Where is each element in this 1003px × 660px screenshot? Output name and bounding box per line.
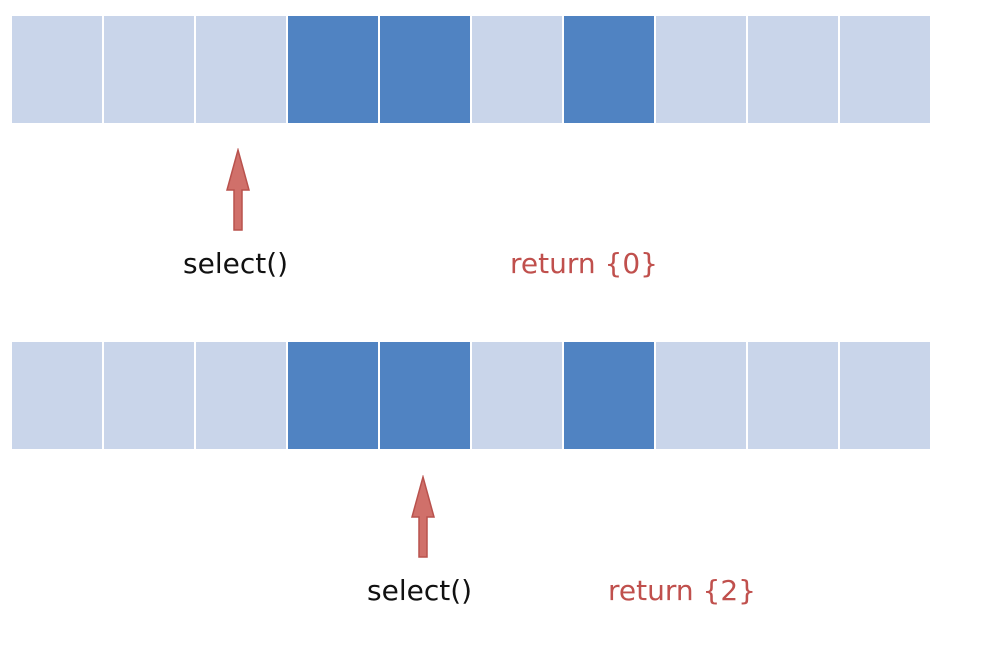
empty-cell xyxy=(748,342,838,449)
return-label: return {2} xyxy=(608,574,756,607)
cell-array-2 xyxy=(12,342,930,449)
filled-cell xyxy=(380,16,470,123)
empty-cell xyxy=(656,342,746,449)
filled-cell xyxy=(564,16,654,123)
return-label: return {0} xyxy=(510,247,658,280)
empty-cell xyxy=(104,342,194,449)
filled-cell xyxy=(288,342,378,449)
filled-cell xyxy=(564,342,654,449)
empty-cell xyxy=(472,342,562,449)
empty-cell xyxy=(12,342,102,449)
empty-cell xyxy=(472,16,562,123)
filled-cell xyxy=(380,342,470,449)
cell-array-1 xyxy=(12,16,930,123)
empty-cell xyxy=(104,16,194,123)
call-label: select() xyxy=(367,574,473,607)
empty-cell xyxy=(656,16,746,123)
call-label: select() xyxy=(183,247,289,280)
up-arrow-icon xyxy=(226,148,250,231)
empty-cell xyxy=(196,16,286,123)
filled-cell xyxy=(288,16,378,123)
empty-cell xyxy=(12,16,102,123)
up-arrow-icon xyxy=(411,475,435,558)
empty-cell xyxy=(840,342,930,449)
empty-cell xyxy=(840,16,930,123)
empty-cell xyxy=(196,342,286,449)
empty-cell xyxy=(748,16,838,123)
